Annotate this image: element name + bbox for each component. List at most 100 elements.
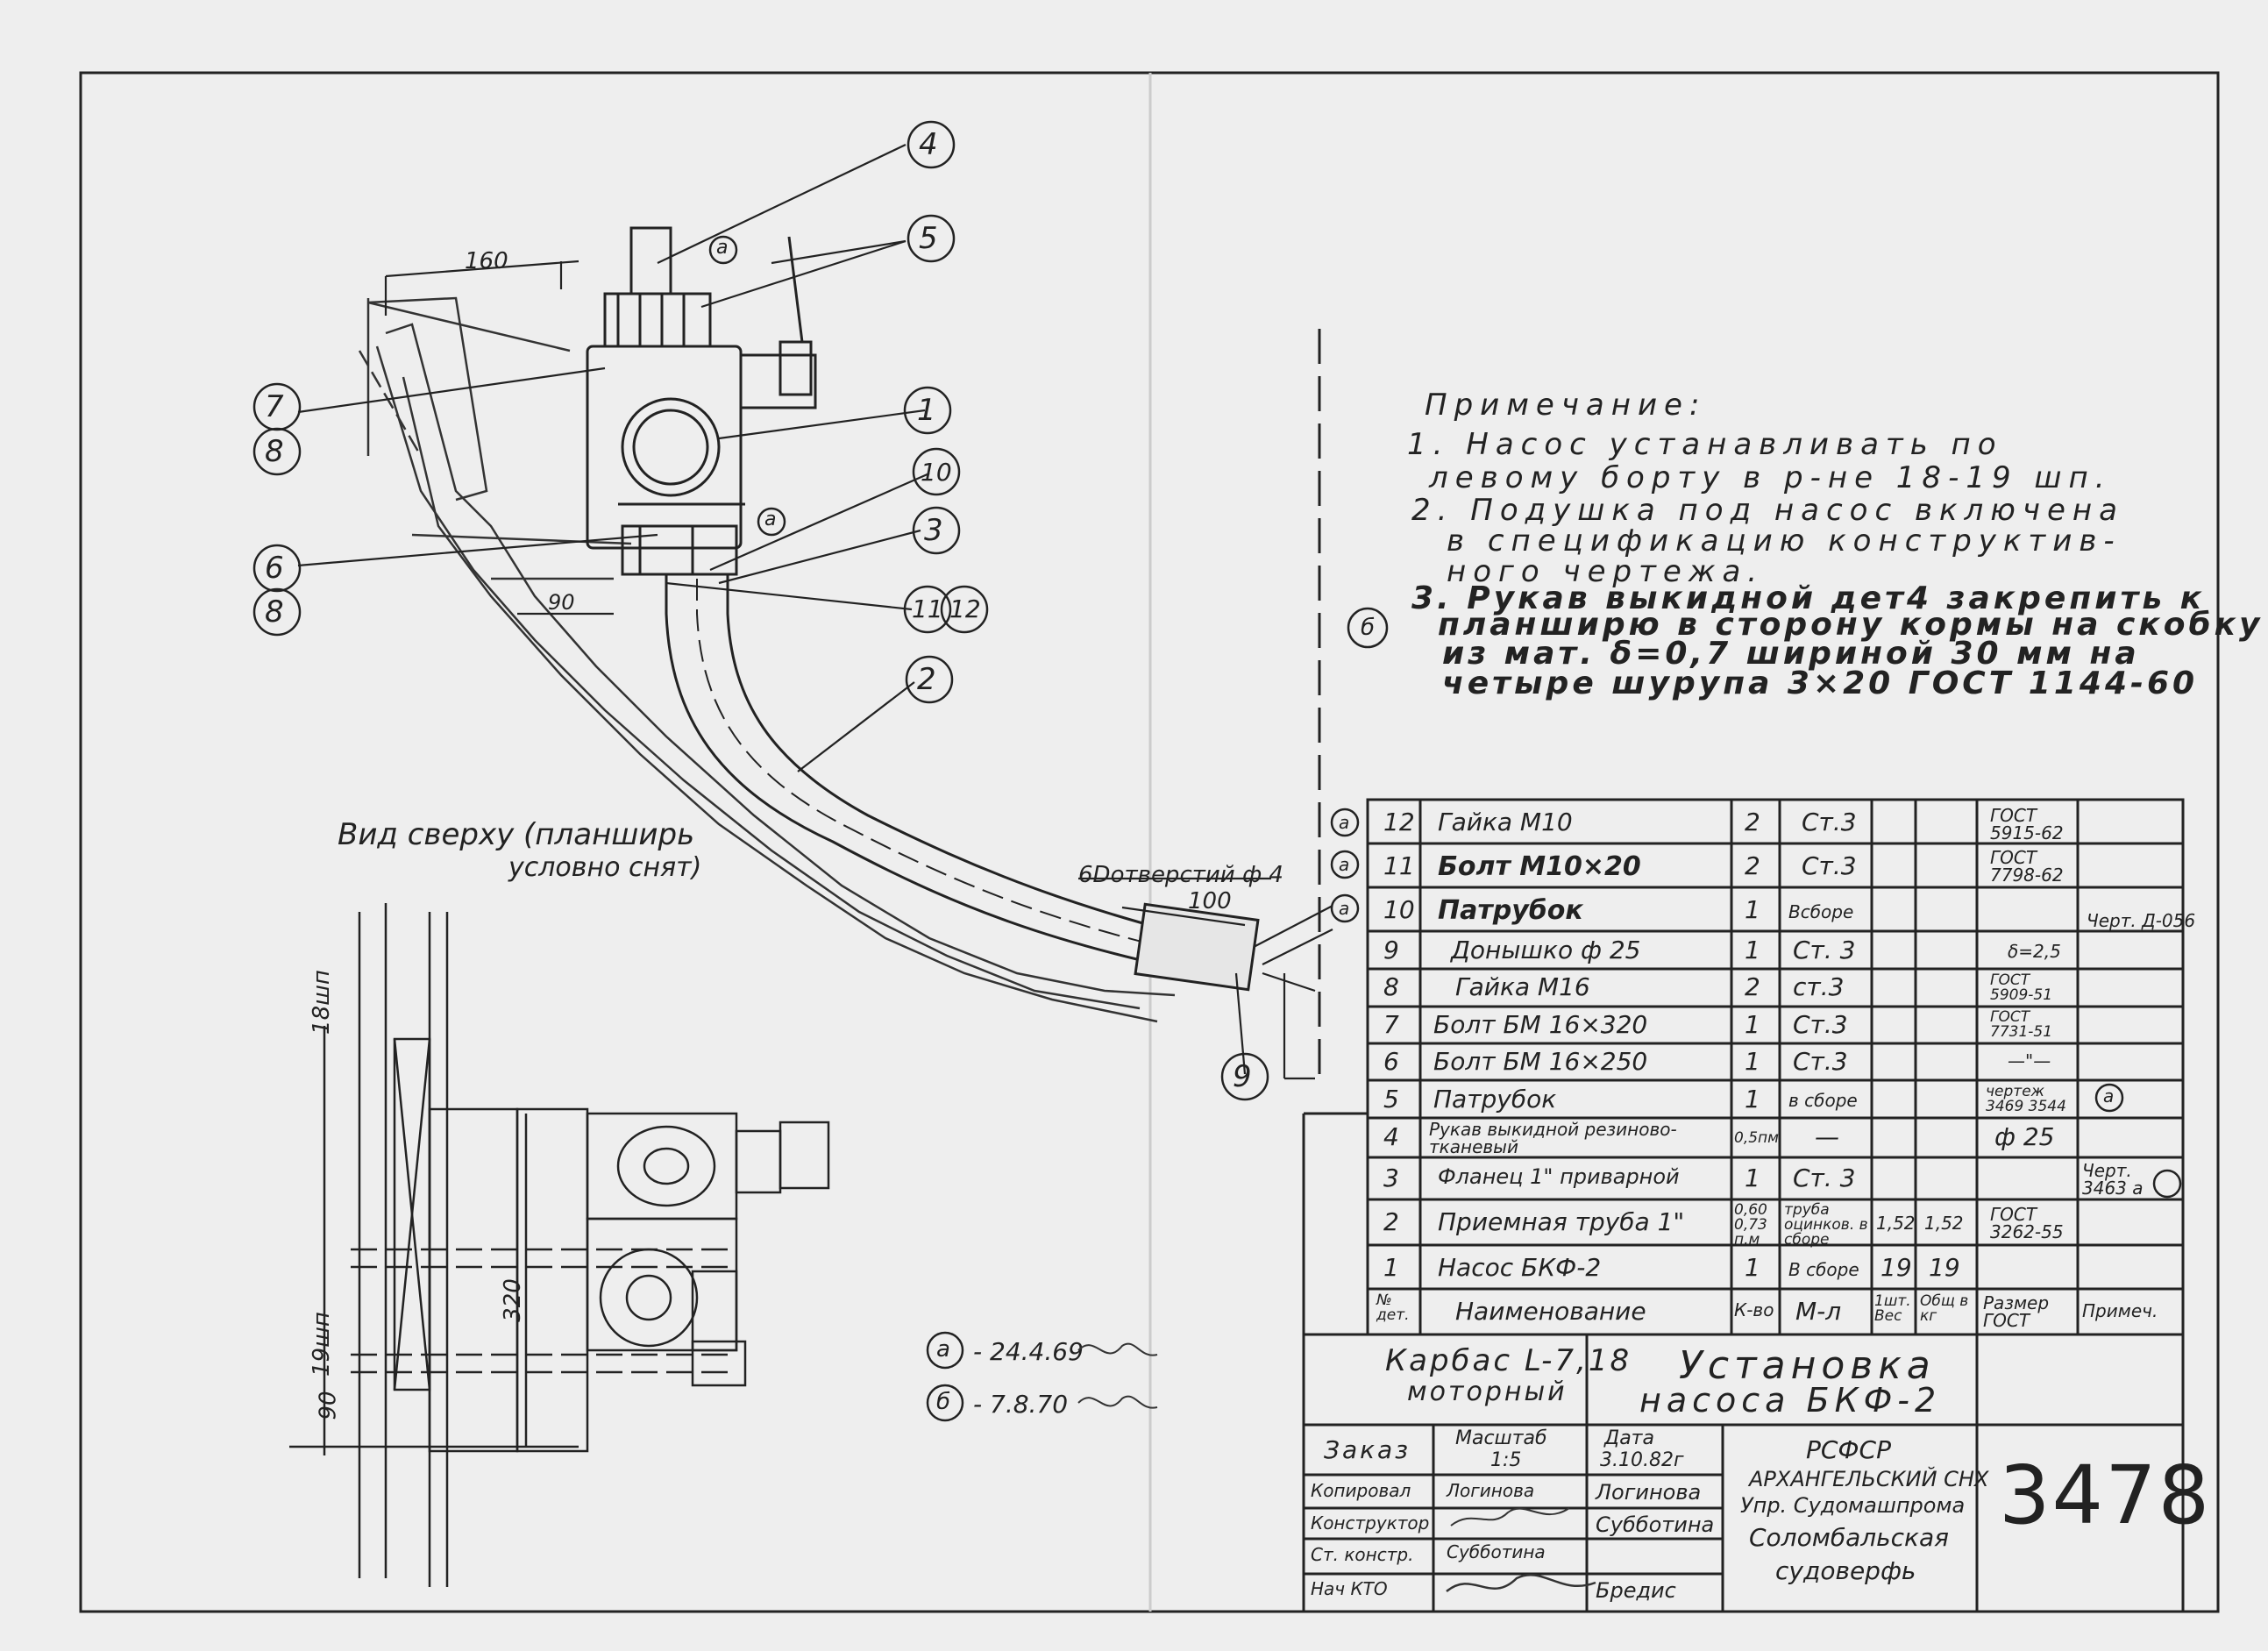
- note-1a: 1. Насос устанавливать по: [1407, 427, 2003, 462]
- revision-date-a: - 24.4.69: [973, 1337, 1084, 1366]
- revision-date-b: - 7.8.70: [973, 1390, 1069, 1419]
- header-std: Размер ГОСТ: [1983, 1292, 2050, 1331]
- callout-6: 6: [265, 551, 284, 586]
- name-designer: Субботина: [1596, 1512, 1715, 1537]
- dim-320: 320: [499, 1278, 526, 1322]
- note-2b: в спецификацию конструктив-: [1447, 523, 2122, 559]
- name-head: Бредис: [1596, 1578, 1676, 1603]
- label-18shp: 18шп: [308, 970, 335, 1035]
- object-name-1: Карбас L-7,18: [1385, 1343, 1632, 1378]
- row-qty: 1: [1745, 1164, 1760, 1192]
- signature-copied: Логинова: [1447, 1480, 1535, 1501]
- name-copied: Логинова: [1596, 1480, 1702, 1505]
- row-name: Болт БМ 16×320: [1433, 1010, 1648, 1039]
- row-mat: в сборе: [1788, 1090, 1858, 1111]
- dim-90: 90: [548, 590, 575, 615]
- discharge-hose: [665, 574, 1260, 992]
- row-qty: 1: [1745, 1047, 1760, 1076]
- row-pos: 11: [1383, 851, 1415, 880]
- callout-11: 11: [912, 594, 943, 623]
- role-designer: Конструктор: [1311, 1512, 1430, 1534]
- row-mark: а: [1339, 854, 1350, 875]
- callout-circles: [252, 120, 1389, 1422]
- row-pos: 10: [1383, 895, 1415, 924]
- plan-view: [289, 903, 830, 1587]
- spec-table-grid: [1302, 798, 2185, 1613]
- hull-section: [358, 296, 1176, 1023]
- row-pos: 4: [1383, 1122, 1399, 1151]
- row-name: Гайка М16: [1455, 972, 1590, 1001]
- org-line-4: Соломбальская: [1749, 1523, 1949, 1552]
- row-qty: 1: [1745, 1085, 1760, 1114]
- row-pos: 2: [1383, 1207, 1399, 1236]
- org-line-1: РСФСР: [1806, 1435, 1891, 1464]
- role-head: Нач КТО: [1311, 1578, 1388, 1599]
- drawing-title-2: насоса БКФ-2: [1639, 1381, 1942, 1420]
- row-pos: 5: [1383, 1085, 1399, 1114]
- row-w1: 1,52: [1876, 1213, 1916, 1234]
- row-pos: 6: [1383, 1047, 1399, 1076]
- row-mat: Ст. 3: [1793, 1164, 1856, 1192]
- row-pos: 7: [1383, 1010, 1399, 1039]
- row-qty: 1: [1745, 895, 1760, 924]
- row-qty: 0,60 0,73 п.м: [1734, 1201, 1767, 1249]
- note-2a: 2. Подушка под насос включена: [1411, 493, 2124, 528]
- leader-lines: [297, 144, 1333, 1080]
- callout-8a: 8: [265, 434, 284, 469]
- row-std: чертеж 3469 3544: [1986, 1083, 2066, 1115]
- row-name: Болт М10×20: [1438, 851, 1641, 882]
- revision-mark-b: б: [936, 1389, 951, 1415]
- notes-title: Примечание:: [1425, 388, 1707, 423]
- row-std: ГОСТ 5909-51: [1990, 971, 2053, 1004]
- row-mark: а: [1339, 898, 1350, 919]
- note-3c: из мат. δ=0,7 шириной 30 мм на: [1442, 636, 2140, 672]
- row-mat: —: [1815, 1122, 1839, 1151]
- row-mat: ст.3: [1793, 972, 1845, 1001]
- mark-a-1: а: [716, 237, 729, 259]
- note-3d: четыре шурупа 3×20 ГОСТ 1144-60: [1442, 665, 2199, 701]
- header-w2: Общ в кг: [1920, 1292, 1969, 1325]
- revision-mark-a: а: [936, 1336, 950, 1363]
- row-pos: 12: [1383, 808, 1415, 836]
- row-qty: 0,5пм: [1734, 1129, 1779, 1147]
- callout-5: 5: [919, 221, 938, 256]
- row-pos: 1: [1383, 1253, 1399, 1282]
- callout-10: 10: [921, 458, 952, 487]
- label-19shp: 19шп: [308, 1312, 335, 1377]
- row-name: Гайка М10: [1438, 808, 1573, 836]
- row-note: а: [2103, 1085, 2115, 1107]
- note-3b: планширю в сторону кормы на скобку: [1438, 607, 2264, 643]
- callout-12: 12: [949, 594, 981, 623]
- org-line-3: Упр. Судомашпрома: [1740, 1493, 1966, 1518]
- header-qty: К-во: [1734, 1299, 1774, 1320]
- row-qty: 1: [1745, 1010, 1760, 1039]
- callout-4: 4: [919, 127, 938, 162]
- row-qty: 1: [1745, 1253, 1760, 1282]
- row-name: Болт БМ 16×250: [1433, 1047, 1648, 1076]
- row-name: Патрубок: [1438, 895, 1583, 926]
- row-std: ГОСТ 3262-55: [1990, 1204, 2064, 1242]
- row-pos: 8: [1383, 972, 1399, 1001]
- row-mark: а: [1339, 812, 1350, 833]
- row-mat: Всборе: [1788, 901, 1854, 922]
- drawing-title-1: Установка: [1679, 1343, 1936, 1388]
- row-w2: 19: [1929, 1253, 1960, 1282]
- date-value: 3.10.82г: [1600, 1449, 1684, 1471]
- callout-3: 3: [924, 513, 943, 548]
- view-title-2: условно снят): [508, 852, 702, 883]
- row-std: —"—: [2008, 1050, 2051, 1071]
- pump-body: [586, 226, 817, 576]
- order-label: Заказ: [1324, 1435, 1411, 1464]
- header-w1: 1шт. Вес: [1874, 1292, 1911, 1325]
- dim-100: 100: [1188, 888, 1232, 914]
- callout-2: 2: [917, 662, 936, 697]
- row-std: δ=2,5: [2008, 941, 2061, 962]
- org-line-5: судоверфь: [1775, 1556, 1916, 1585]
- callout-9: 9: [1233, 1059, 1252, 1094]
- header-pos: № дет.: [1376, 1292, 1410, 1324]
- header-name: Наименование: [1455, 1297, 1646, 1326]
- row-mat: Ст. 3: [1793, 936, 1856, 964]
- row-mat: Ст.3: [1793, 1047, 1848, 1076]
